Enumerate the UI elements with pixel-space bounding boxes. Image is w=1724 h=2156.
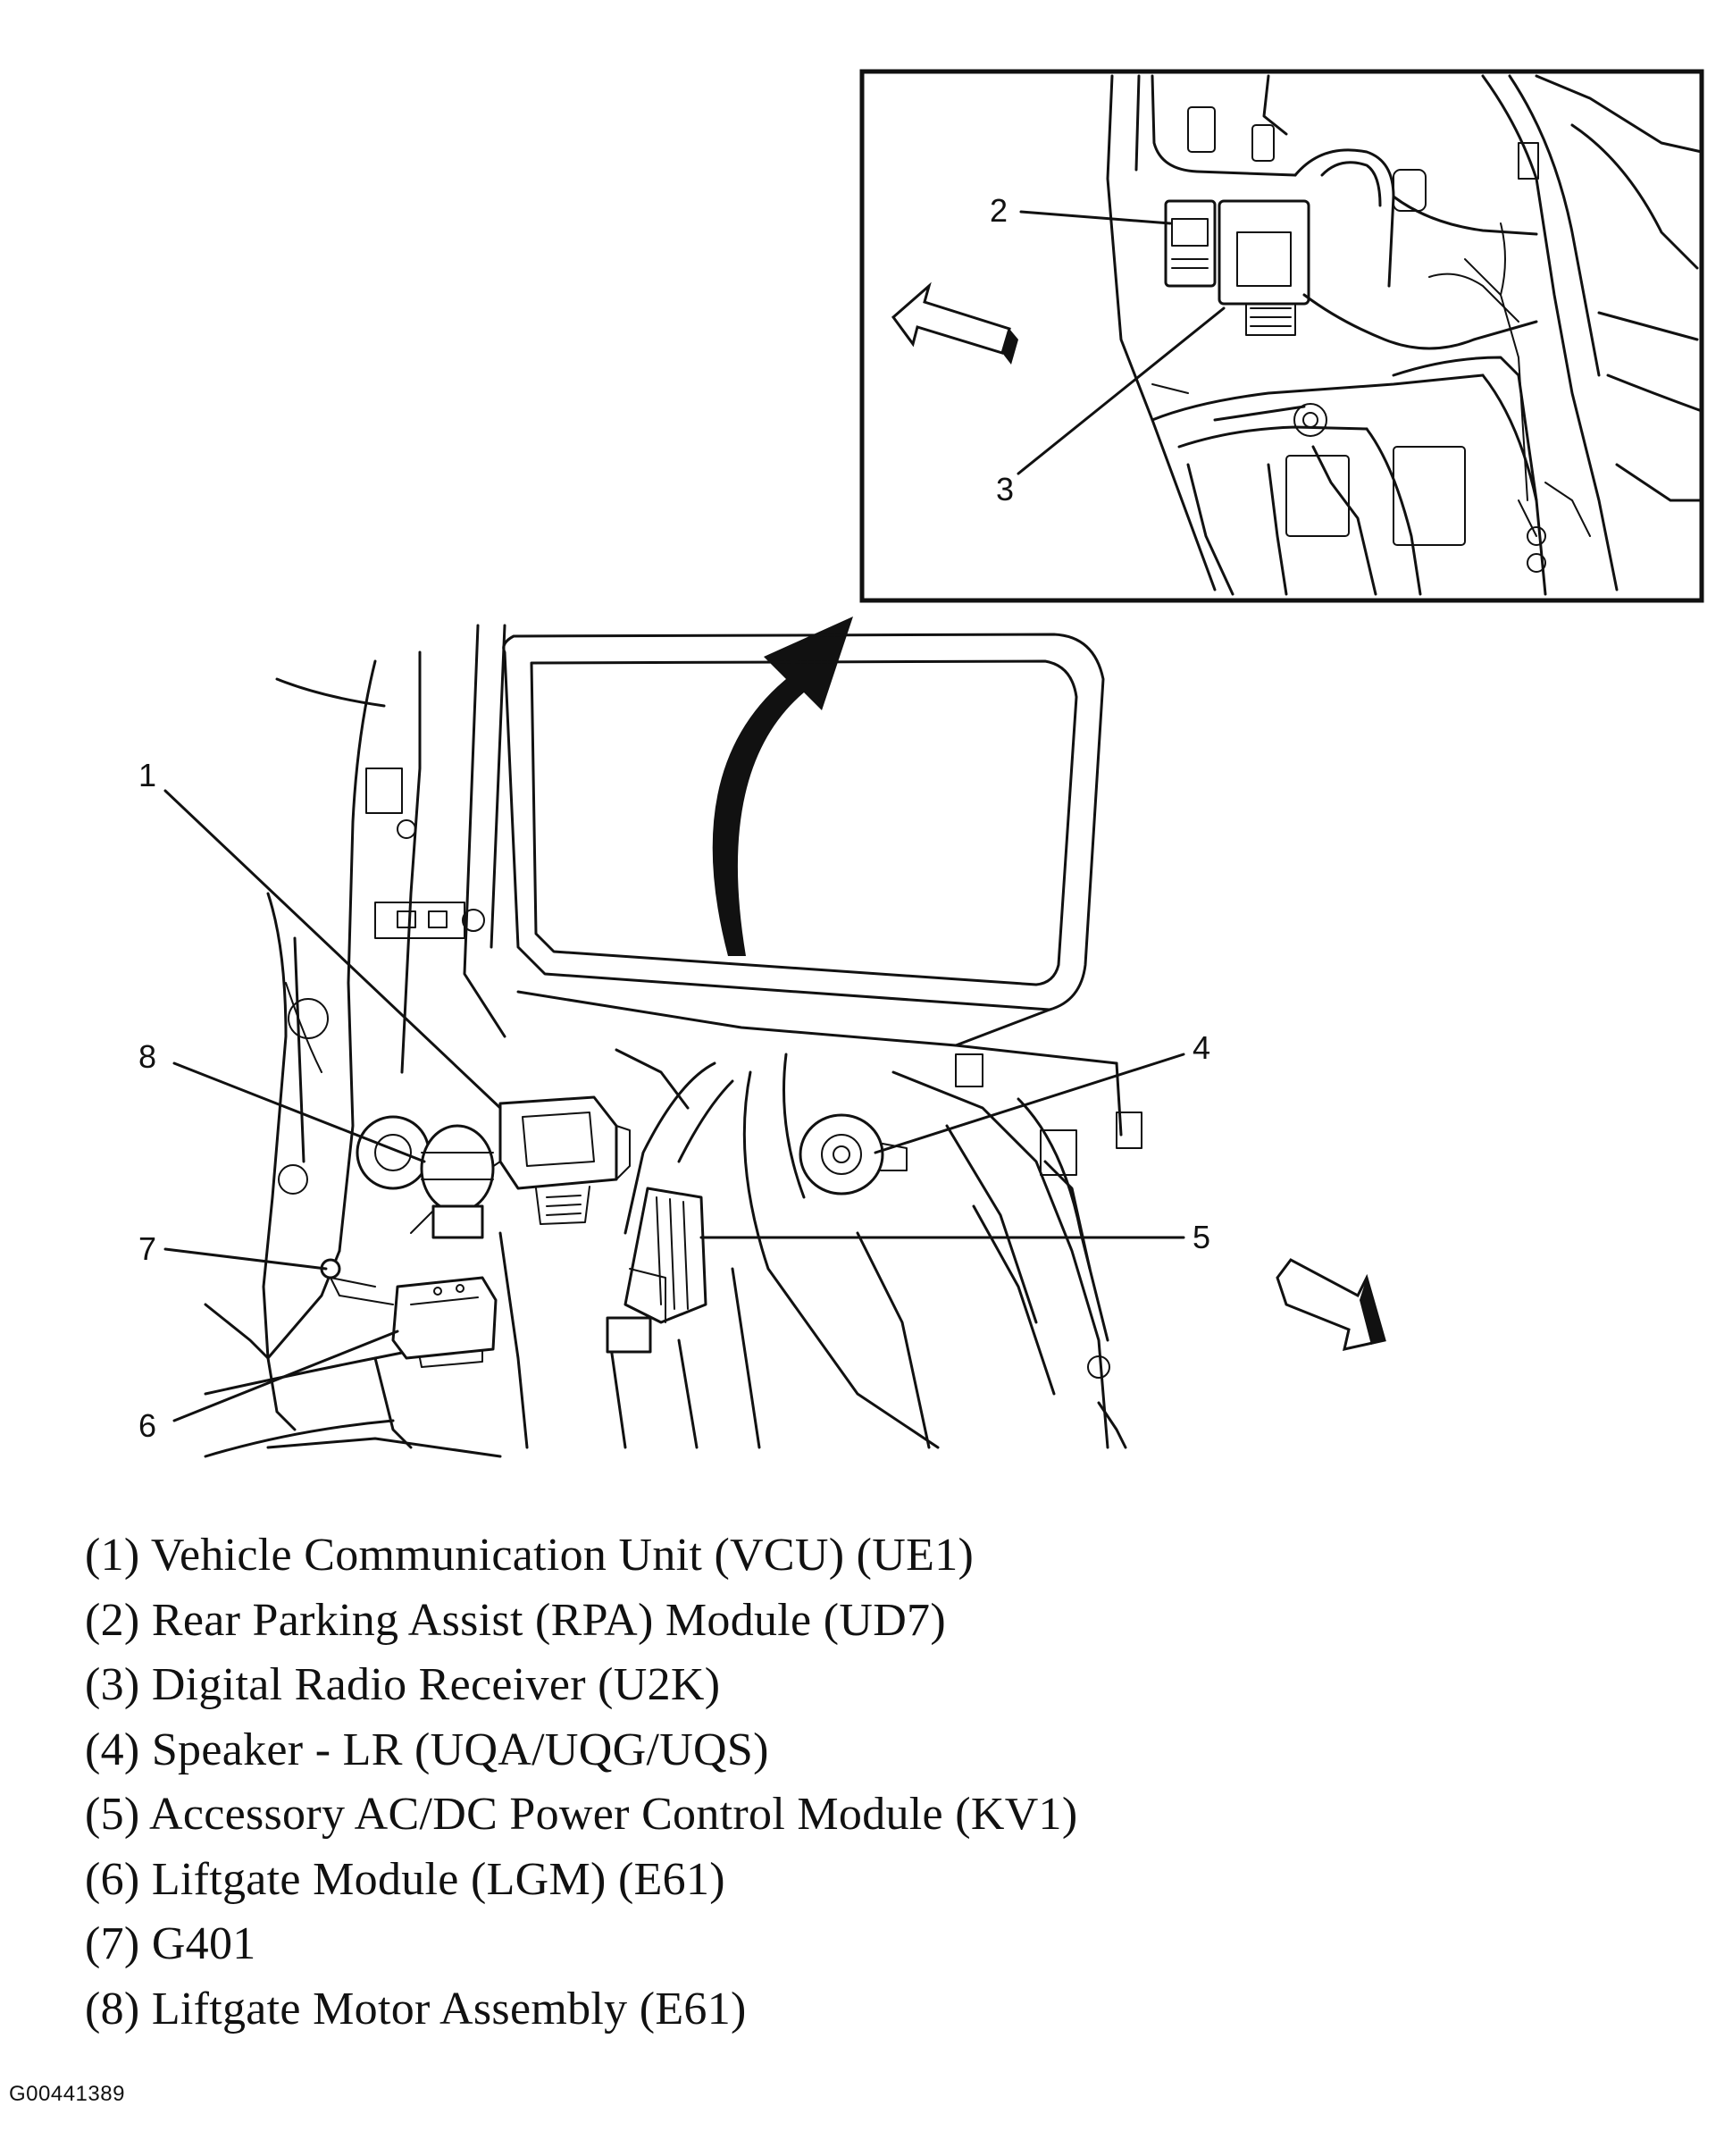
legend-item-2: (2) Rear Parking Assist (RPA) Module (UD… — [85, 1594, 946, 1646]
rpa-module-inset — [1164, 199, 1217, 288]
component-legend: (1) Vehicle Communication Unit (VCU) (UE… — [85, 1523, 1077, 2042]
curved-arrow-icon — [712, 617, 853, 956]
callout-7: 7 — [138, 1230, 156, 1267]
accessory-power-control-module — [606, 1187, 707, 1354]
legend-item-6: (6) Liftgate Module (LGM) (E61) — [85, 1853, 725, 1905]
callout-6: 6 — [138, 1407, 156, 1444]
legend-item-4: (4) Speaker - LR (UQA/UQG/UQS) — [85, 1724, 769, 1775]
digital-radio-receiver-inset — [1218, 199, 1310, 336]
figure-id: G00441389 — [9, 2082, 125, 2106]
inset-direction-arrow-icon — [891, 281, 1018, 365]
speaker-lr — [799, 1113, 908, 1195]
callout-1: 1 — [138, 757, 156, 793]
legend-item-1: (1) Vehicle Communication Unit (VCU) (UE… — [85, 1530, 975, 1581]
callout-4: 4 — [1193, 1029, 1210, 1066]
liftgate-motor-assembly — [356, 1115, 495, 1239]
legend-item-5: (5) Accessory AC/DC Power Control Module… — [85, 1789, 1078, 1840]
main-direction-arrow-icon — [1276, 1258, 1386, 1351]
vehicle-communication-unit — [498, 1095, 631, 1225]
callout-2: 2 — [990, 192, 1008, 229]
inset-detail-view: 2 3 — [859, 69, 1704, 603]
main-vehicle-view: 1 8 4 5 7 6 — [138, 624, 1386, 1458]
callout-3: 3 — [996, 471, 1014, 508]
inset-body-structure — [1106, 74, 1703, 596]
legend-item-3: (3) Digital Radio Receiver (U2K) — [85, 1659, 721, 1710]
legend-item-8: (8) Liftgate Motor Assembly (E61) — [85, 1983, 747, 2034]
liftgate-module — [391, 1276, 498, 1368]
legend-item-7: (7) G401 — [85, 1918, 256, 1969]
callout-8: 8 — [138, 1038, 156, 1075]
callout-5: 5 — [1193, 1219, 1210, 1255]
